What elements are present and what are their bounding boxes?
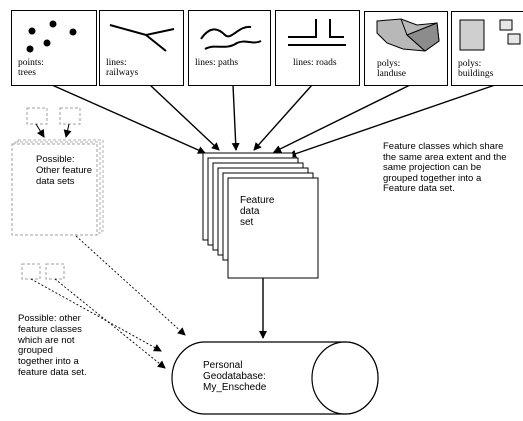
feature-class-label: polys: buildings [458, 59, 494, 79]
arrow-landuse-to-dataset [273, 84, 411, 153]
feature-class-label: lines: railways [106, 58, 139, 78]
paths-lines-icon [200, 25, 262, 50]
geodatabase-label: Personal Geodatabase: My_Enschede [203, 360, 267, 393]
ungrouped-classes-note: Possible: other feature classes which ar… [18, 313, 87, 378]
feature-class-paths: lines: paths [188, 10, 271, 86]
feature-class-buildings: polys: buildings [451, 11, 523, 86]
feature-class-label: lines: paths [195, 58, 239, 68]
geodatabase-cylinder-end [311, 341, 379, 415]
feature-class-label: points: trees [18, 58, 44, 78]
arrow-paths-to-dataset [231, 84, 240, 151]
ungrouped-box-2 [45, 263, 65, 280]
feature-data-set-label: Feature data set [240, 195, 275, 228]
dashed-arrow-ungrouped-2 [54, 278, 166, 369]
points-icon [26, 20, 77, 53]
arrow-small-box-2 [63, 123, 72, 138]
arrow-roads-to-dataset [253, 84, 313, 151]
landuse-polygons-icon [376, 18, 440, 52]
roads-lines-icon [288, 19, 346, 46]
grouping-explanation-note: Feature classes which share the same are… [383, 141, 507, 194]
arrow-trees-to-dataset [51, 84, 206, 154]
feature-class-label: polys: landuse [377, 59, 407, 79]
feature-class-roads: lines: roads [275, 10, 360, 86]
dataset-page-1 [227, 177, 319, 279]
arrow-small-box-1 [35, 123, 45, 138]
dashed-arrow-datasets-to-geodatabase [75, 235, 186, 336]
small-dashed-box-2 [59, 107, 81, 125]
feature-class-label: lines: roads [293, 58, 337, 68]
buildings-polygons-icon [459, 19, 521, 51]
small-dashed-box-1 [26, 107, 48, 125]
other-datasets-stack-front [11, 143, 98, 236]
feature-class-landuse: polys: landuse [364, 11, 448, 86]
arrow-buildings-to-dataset [288, 84, 496, 158]
arrow-railways-to-dataset [149, 84, 220, 151]
other-datasets-label: Possible: Other feature data sets [36, 154, 92, 187]
dashed-arrow-ungrouped-1 [30, 278, 162, 352]
feature-class-railways: lines: railways [99, 10, 184, 86]
ungrouped-box-1 [21, 263, 41, 280]
feature-class-trees: points: trees [11, 10, 97, 86]
railways-lines-icon [109, 24, 175, 52]
